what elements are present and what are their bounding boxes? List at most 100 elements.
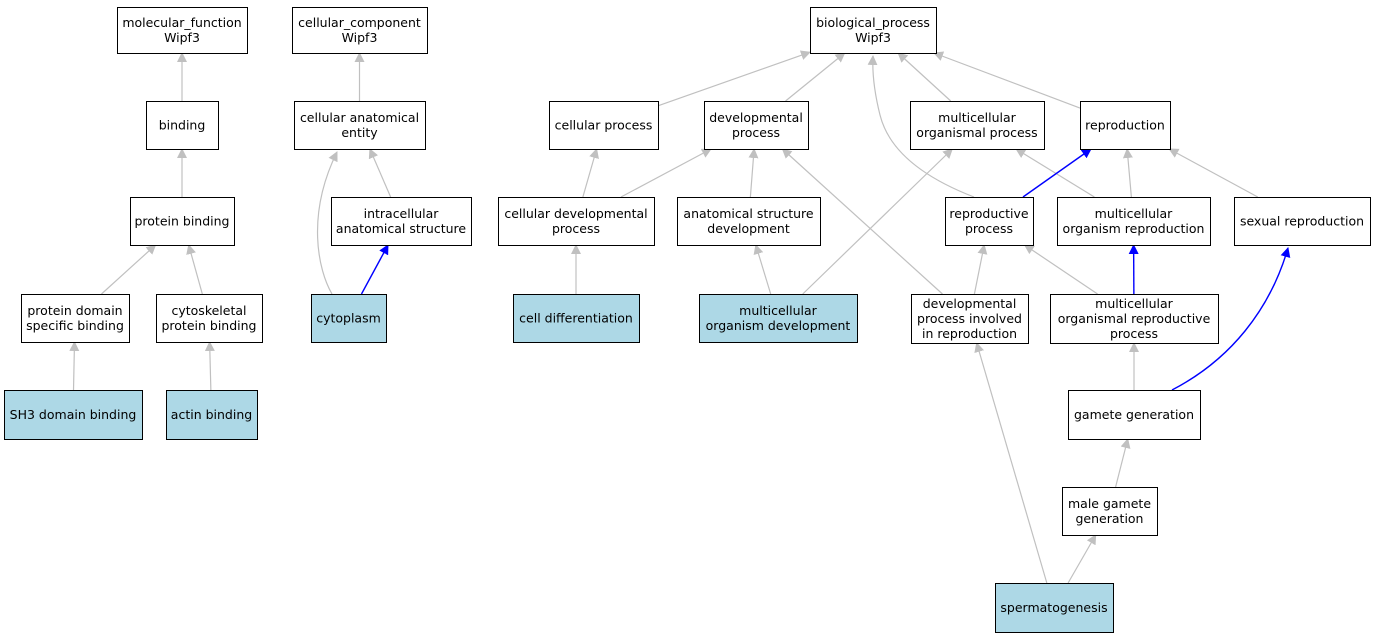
- node-binding[interactable]: binding: [146, 101, 219, 150]
- node-label: process: [732, 125, 780, 140]
- node-label: developmental: [709, 110, 803, 125]
- edge-multicellular-organism-development-to-anatomical-structure-development: [753, 244, 772, 295]
- node-box: [677, 197, 821, 246]
- node-label: Wipf3: [342, 30, 378, 45]
- node-label: protein binding: [161, 318, 256, 333]
- node-label: molecular_function: [122, 15, 241, 30]
- node-box: [549, 101, 659, 150]
- edge-reproductive-process-to-reproduction: [1022, 148, 1092, 198]
- edge-reproduction-to-bp-root: [933, 51, 1081, 109]
- node-actin-binding[interactable]: actin binding: [166, 390, 258, 440]
- node-sexual-reproduction[interactable]: sexual reproduction: [1234, 197, 1371, 246]
- node-box: [513, 294, 640, 343]
- node-label: intracellular: [364, 206, 440, 221]
- node-label: process: [552, 221, 600, 236]
- edge-gamete-generation-to-sexual-reproduction: [1171, 247, 1291, 391]
- edge-multicellular-organismal-reproductive-process-to-reproductive-process: [1023, 244, 1098, 295]
- node-box: [1080, 101, 1171, 150]
- node-label: cell differentiation: [519, 311, 633, 326]
- node-box: [21, 294, 130, 343]
- node-box: [292, 7, 428, 54]
- edge-reproductive-process-to-bp-root: [867, 55, 975, 198]
- edge-cellular-process-to-bp-root: [657, 50, 811, 107]
- node-box: [1068, 390, 1201, 440]
- node-label: generation: [1076, 511, 1144, 526]
- node-label: multicellular: [938, 110, 1017, 125]
- edge-intracellular-anatomical-structure-to-cellular-anatomical-entity: [368, 148, 392, 198]
- node-label: process: [965, 221, 1013, 236]
- edge-cytoskeletal-protein-binding-to-protein-binding: [186, 244, 203, 295]
- node-box: [704, 101, 809, 150]
- node-label: reproductive: [949, 206, 1029, 221]
- edge-spermatogenesis-to-male-gamete-generation: [1067, 534, 1097, 584]
- node-label: organism development: [706, 318, 851, 333]
- node-box: [910, 101, 1045, 150]
- node-label: protein binding: [134, 214, 229, 229]
- node-spermatogenesis[interactable]: spermatogenesis: [995, 583, 1114, 633]
- node-label: process: [1110, 326, 1158, 341]
- node-label: male gamete: [1068, 496, 1151, 511]
- node-label: cellular developmental: [504, 206, 647, 221]
- node-cellular-process[interactable]: cellular process: [549, 101, 659, 150]
- node-box: [156, 294, 263, 343]
- node-box: [1234, 197, 1371, 246]
- node-box: [1062, 487, 1158, 536]
- node-cell-differentiation[interactable]: cell differentiation: [513, 294, 640, 343]
- node-label: SH3 domain binding: [10, 407, 137, 422]
- edge-multicellular-organism-reproduction-to-reproduction: [1122, 148, 1133, 198]
- node-label: cytoskeletal: [171, 303, 246, 318]
- edge-developmental-process-involved-in-reproduction-to-developmental-process: [781, 148, 943, 295]
- edge-sexual-reproduction-to-reproduction: [1168, 148, 1259, 198]
- node-box: [166, 390, 258, 440]
- node-reproduction[interactable]: reproduction: [1080, 101, 1171, 150]
- node-label: multicellular: [1095, 206, 1174, 221]
- node-label: Wipf3: [164, 30, 200, 45]
- edge-sh3-domain-binding-to-protein-domain-specific-binding: [69, 341, 80, 391]
- node-cytoplasm[interactable]: cytoplasm: [311, 294, 387, 343]
- node-gamete-generation[interactable]: gamete generation: [1068, 390, 1201, 440]
- edge-actin-binding-to-cytoskeletal-protein-binding: [204, 341, 215, 391]
- edge-cellular-developmental-process-to-cellular-process: [582, 148, 599, 198]
- node-label: anatomical structure: [683, 206, 813, 221]
- node-label: biological_process: [816, 15, 930, 30]
- node-label: organismal reproductive: [1058, 311, 1211, 326]
- edge-spermatogenesis-to-developmental-process-involved-in-reproduction: [974, 342, 1048, 584]
- edge-layer: [69, 50, 1291, 584]
- edge-developmental-process-to-bp-root: [785, 52, 846, 102]
- node-label: binding: [159, 118, 206, 133]
- edge-cellular-developmental-process-to-developmental-process: [620, 148, 712, 198]
- node-box: [498, 197, 655, 246]
- edge-multicellular-organismal-process-to-bp-root: [897, 52, 952, 102]
- node-label: Wipf3: [855, 30, 891, 45]
- edge-developmental-process-involved-in-reproduction-to-reproductive-process: [973, 244, 988, 295]
- node-label: specific binding: [26, 318, 124, 333]
- node-box: [1057, 197, 1211, 246]
- node-label: cellular anatomical: [300, 110, 419, 125]
- node-label: in reproduction: [922, 326, 1017, 341]
- edge-multicellular-organism-reproduction-to-multicellular-organismal-process: [1015, 148, 1095, 198]
- edge-cytoplasm-to-cellular-anatomical-entity: [316, 151, 338, 295]
- node-box: [995, 583, 1114, 633]
- node-box: [945, 197, 1034, 246]
- node-protein-binding[interactable]: protein binding: [130, 197, 235, 246]
- node-sh3-domain-binding[interactable]: SH3 domain binding: [4, 390, 143, 440]
- node-box: [294, 101, 426, 150]
